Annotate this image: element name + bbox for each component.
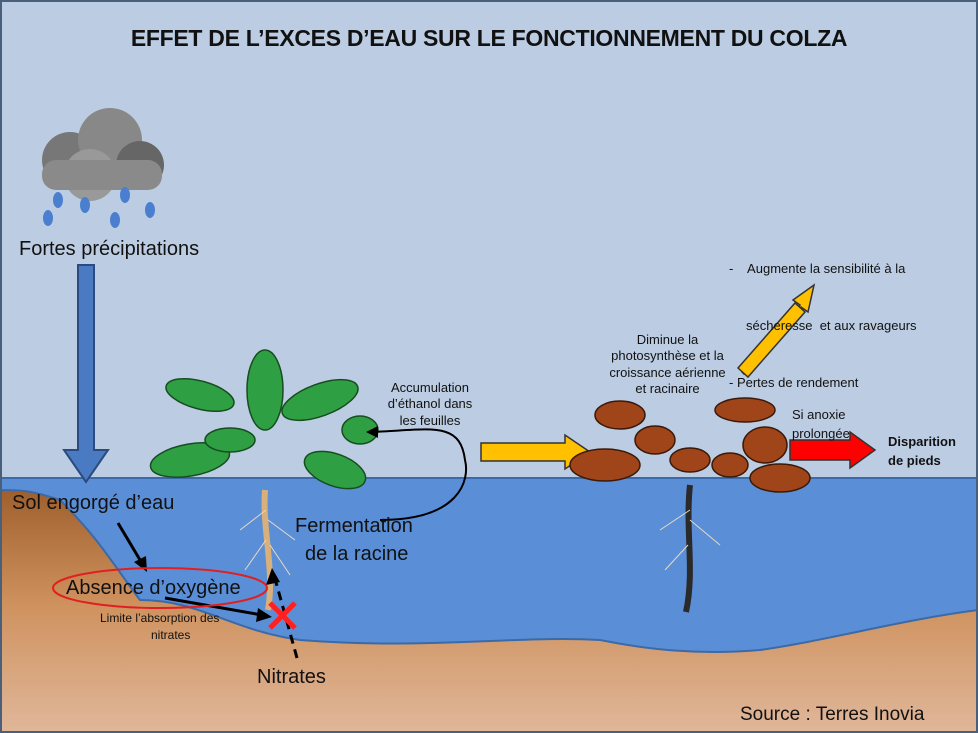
label-fermentation-1: Fermentation — [295, 515, 413, 537]
label-ethanol-3: les feuilles — [399, 412, 461, 428]
label-death-1: Disparition — [888, 434, 956, 449]
label-nitrates: Nitrates — [257, 666, 326, 688]
healthy-plant — [149, 349, 379, 611]
label-photo-3: croissance aérienne — [609, 364, 726, 380]
label-oxygen: Absence d’oxygène — [66, 577, 241, 599]
label-nitrate-limit-2: nitrates — [151, 628, 191, 642]
label-effects: - Augmente la sensibilité à la sécheress… — [729, 221, 917, 411]
label-anoxia-2: prolongée — [792, 426, 850, 441]
label-effects-3: - Pertes de rendement — [729, 375, 859, 390]
label-death-2: de pieds — [888, 453, 941, 468]
rain-cloud-icon — [42, 108, 164, 228]
red-arrow — [789, 430, 877, 470]
label-nitrate-limit-1: Limite l’absorption des — [100, 611, 220, 625]
label-photosynthesis: Diminue la photosynthèse et la croissanc… — [595, 332, 740, 397]
rain-down-arrow — [62, 264, 110, 484]
label-effects-1: - Augmente la sensibilité à la — [729, 261, 906, 276]
oxygen-highlight — [52, 567, 268, 609]
label-rain: Fortes précipitations — [19, 238, 200, 260]
blocked-x-icon — [268, 601, 297, 630]
water — [0, 477, 978, 653]
page-title: EFFET DE L’EXCES D’EAU SUR LE FONCTIONNE… — [130, 25, 848, 51]
label-ethanol: Accumulation d’éthanol dans les feuilles — [375, 380, 485, 429]
label-fermentation-2: de la racine — [305, 543, 409, 565]
label-soil: Sol engorgé d’eau — [12, 492, 175, 514]
label-anoxia-1: Si anoxie — [792, 407, 846, 422]
label-anoxia: Si anoxie prolongée — [792, 405, 850, 443]
label-photo-1: Diminue la — [636, 332, 699, 347]
label-ethanol-2: d’éthanol dans — [387, 396, 473, 412]
label-death: Disparition de pieds — [888, 432, 956, 470]
damaged-plant — [569, 397, 811, 613]
label-photo-2: photosynthèse et la — [611, 348, 724, 364]
source-credit: Source : Terres Inovia — [740, 704, 925, 725]
label-photo-4: et racinaire — [635, 380, 700, 396]
label-effects-2: sécheresse et aux ravageurs — [746, 318, 917, 333]
label-ethanol-1: Accumulation — [390, 380, 470, 395]
